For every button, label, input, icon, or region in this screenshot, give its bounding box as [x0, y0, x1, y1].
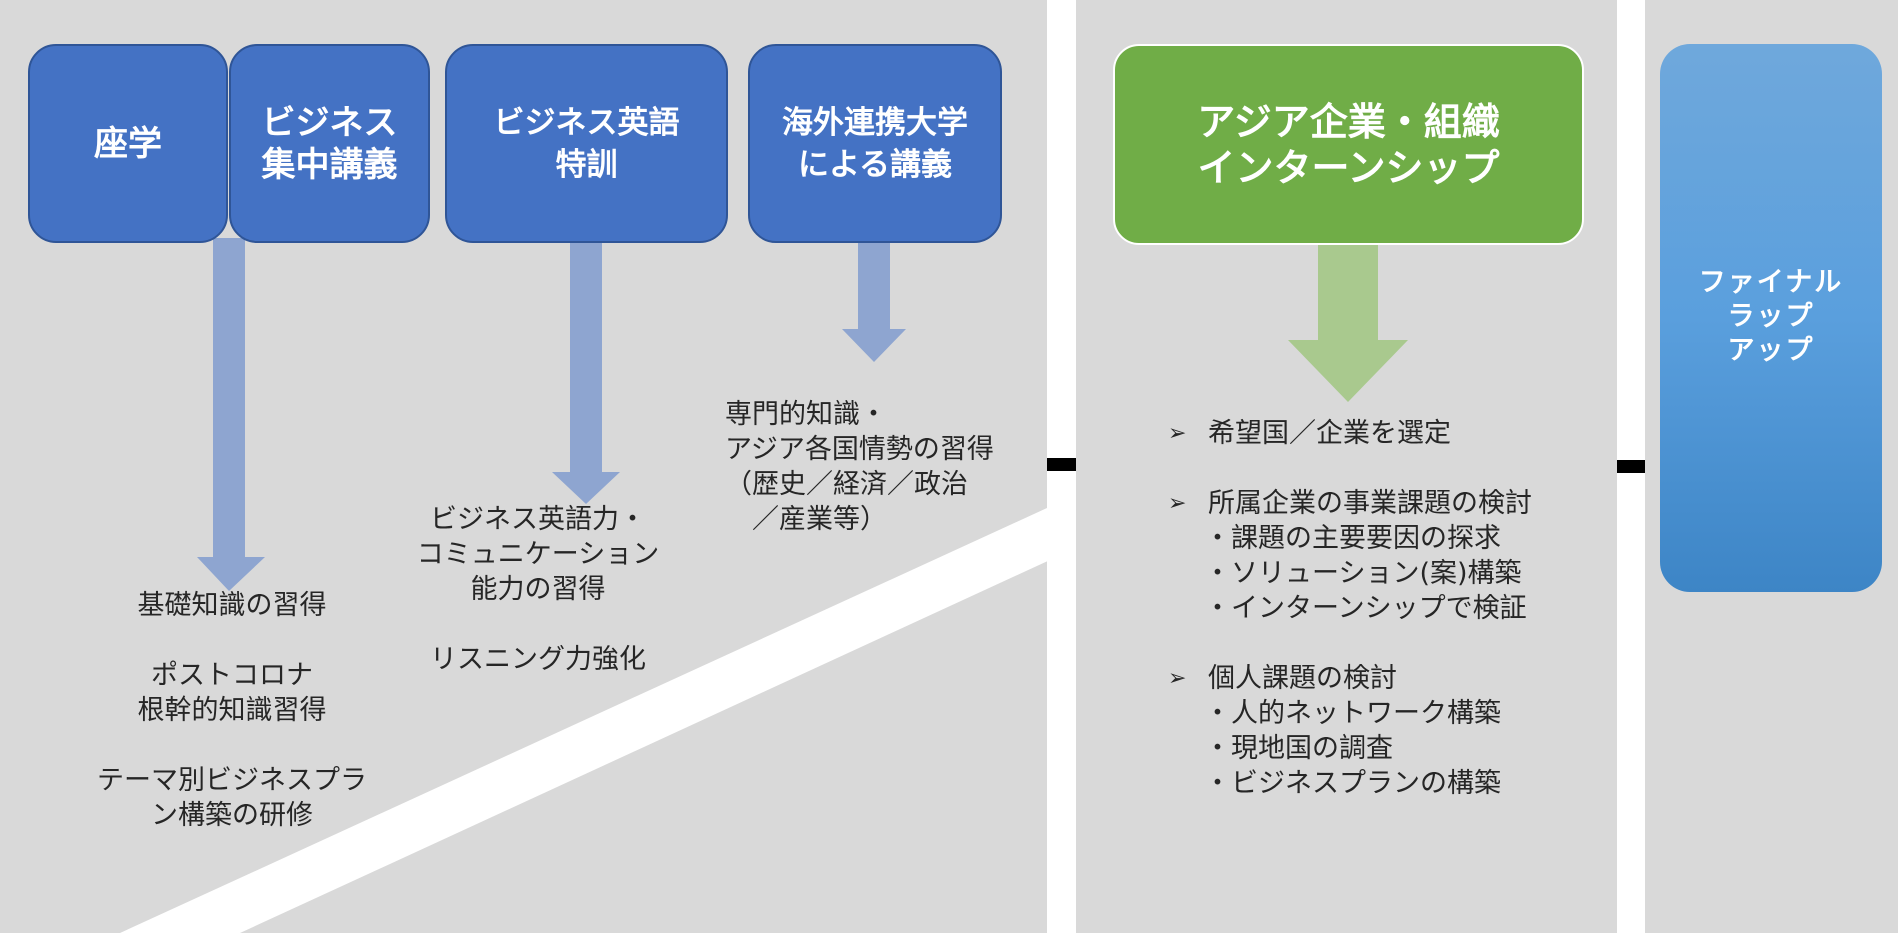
list-item: ・人的ネットワーク構築 — [1204, 698, 1501, 729]
box-zagaku: 座学 — [28, 44, 228, 243]
list-group: ➢ 希望国／企業を選定 — [1168, 416, 1588, 451]
box-final-wrap-up: ファイナル ラップ アップ — [1660, 44, 1882, 592]
box-internship: アジア企業・組織 インターンシップ — [1113, 44, 1584, 245]
list-group: ➢ 所属企業の事業課題の検討 ・課題の主要要因の探求 ・ソリューション(案)構築… — [1168, 486, 1588, 626]
list-heading: ➢ 希望国／企業を選定 — [1168, 416, 1588, 451]
list-item: ・現地国の調査 — [1204, 733, 1393, 764]
list-group: ➢ 個人課題の検討 ・人的ネットワーク構築 ・現地国の調査 ・ビジネスプランの構… — [1168, 661, 1588, 801]
connector-mark-2 — [1617, 460, 1645, 473]
box-overseas-lecture: 海外連携大学 による講義 — [748, 44, 1002, 243]
connector-mark-1 — [1047, 458, 1076, 471]
list-heading-text: 希望国／企業を選定 — [1208, 418, 1451, 449]
arrow-down-zagaku — [197, 238, 265, 591]
arrow-down-internship — [1288, 245, 1408, 402]
list-heading: ➢ 個人課題の検討 — [1168, 661, 1588, 696]
list-heading-text: 個人課題の検討 — [1208, 663, 1397, 694]
arrowhead-bullet-icon: ➢ — [1168, 491, 1187, 516]
arrowhead-bullet-icon: ➢ — [1168, 666, 1187, 691]
lecture-outcome-text: 専門的知識・ アジア各国情勢の習得 （歴史／経済／政治 ／産業等） — [725, 399, 994, 535]
arrowhead-bullet-icon: ➢ — [1168, 421, 1187, 446]
box-business-english: ビジネス英語 特訓 — [445, 44, 728, 243]
list-heading: ➢ 所属企業の事業課題の検討 — [1168, 486, 1588, 521]
list-item: ・インターンシップで検証 — [1204, 593, 1527, 624]
list-item: ・ソリューション(案)構築 — [1204, 558, 1522, 589]
list-item: ・ビジネスプランの構築 — [1204, 768, 1501, 799]
english-outcome-text: ビジネス英語力・ コミュニケーション 能力の習得 リスニング力強化 — [416, 504, 660, 675]
list-item: ・課題の主要要因の探求 — [1204, 523, 1501, 554]
internship-task-list: ➢ 希望国／企業を選定 ➢ 所属企業の事業課題の検討 ・課題の主要要因の探求 ・… — [1168, 416, 1588, 836]
arrow-down-english — [552, 243, 620, 504]
diagonal-band-cover — [1047, 0, 1076, 508]
arrow-down-lecture — [842, 243, 906, 362]
list-heading-text: 所属企業の事業課題の検討 — [1208, 488, 1532, 519]
zagaku-outcome-text: 基礎知識の習得 ポストコロナ 根幹的知識習得 テーマ別ビジネスプラ ン構築の研修 — [97, 590, 367, 831]
box-business-intensive: ビジネス 集中講義 — [229, 44, 430, 243]
